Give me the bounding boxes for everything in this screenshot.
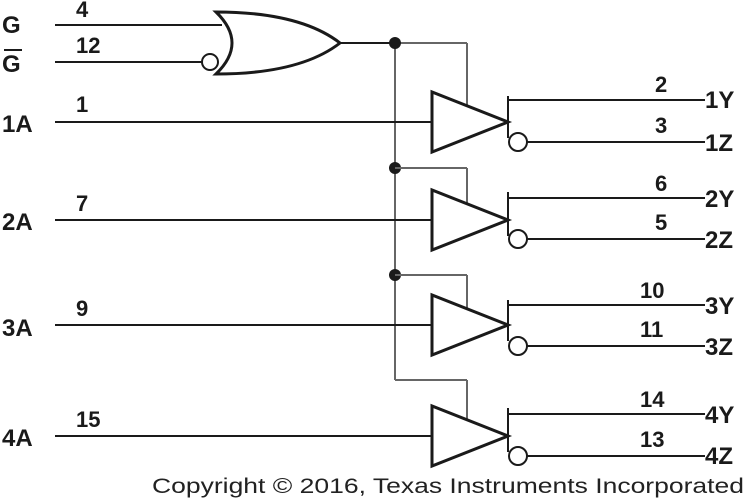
gbar-label: G <box>2 51 21 78</box>
channel-2-y-label: 2Y <box>705 186 734 213</box>
channel-4-input-label: 4A <box>2 425 33 452</box>
or-gate <box>212 10 343 76</box>
channel-1-z-pin: 3 <box>655 113 667 138</box>
enable-inputs: G 4 G 12 <box>2 0 343 78</box>
channel-4-y-label: 4Y <box>705 402 734 429</box>
channel-1-z-bubble <box>508 132 528 152</box>
enable-bus <box>340 37 467 380</box>
channel-2-input-label: 2A <box>2 209 33 236</box>
channel-2: 2A 7 2Y 6 2Z 5 <box>2 167 734 254</box>
channel-4-input-pin: 15 <box>76 407 100 432</box>
channel-4-z-bubble <box>508 446 528 466</box>
g-label: G <box>2 12 21 39</box>
channel-4-z-label: 4Z <box>705 443 733 470</box>
channel-1-y-label: 1Y <box>705 87 734 114</box>
channel-2-y-pin: 6 <box>655 171 667 196</box>
channel-3: 3A 9 3Y 10 3Z 11 <box>2 274 734 361</box>
channel-3-buffer <box>430 292 513 358</box>
junction-dot-1 <box>389 37 401 49</box>
g-pin-number: 4 <box>76 0 89 22</box>
channel-3-z-bubble <box>508 336 528 356</box>
channel-1: 1A 1 1Y 2 1Z 3 <box>2 43 734 157</box>
channel-1-input-pin: 1 <box>76 92 88 117</box>
channel-1-z-label: 1Z <box>705 130 733 157</box>
channel-1-buffer <box>430 89 513 155</box>
channel-3-z-label: 3Z <box>705 334 733 361</box>
channel-4: 4A 15 4Y 14 4Z 13 <box>2 379 734 470</box>
channel-1-input-label: 1A <box>2 111 33 138</box>
channel-2-z-label: 2Z <box>705 227 733 254</box>
channel-3-input-pin: 9 <box>76 296 88 321</box>
gbar-inversion-bubble <box>201 53 219 71</box>
copyright-notice: Copyright © 2016, Texas Instruments Inco… <box>152 475 744 498</box>
gbar-pin-number: 12 <box>76 33 100 58</box>
channel-3-y-label: 3Y <box>705 293 734 320</box>
channel-2-input-pin: 7 <box>76 191 88 216</box>
channel-4-buffer <box>430 403 513 469</box>
channel-2-z-bubble <box>508 229 528 249</box>
channel-3-y-pin: 10 <box>640 278 664 303</box>
channel-3-input-label: 3A <box>2 315 33 342</box>
channel-2-z-pin: 5 <box>655 210 667 235</box>
channel-3-z-pin: 11 <box>640 317 663 342</box>
channel-2-buffer <box>430 187 513 253</box>
channel-4-z-pin: 13 <box>640 427 664 452</box>
channel-1-y-pin: 2 <box>655 72 667 97</box>
channel-4-y-pin: 14 <box>640 387 665 412</box>
